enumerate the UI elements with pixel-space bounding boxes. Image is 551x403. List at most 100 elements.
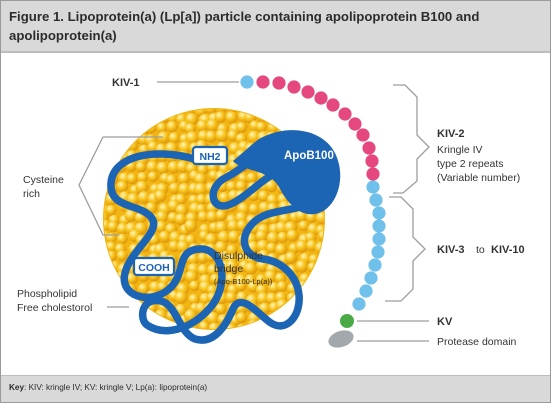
lipid-bead [116,180,129,193]
kiv-bead [371,245,385,259]
lipid-bead [314,241,324,255]
lipid-bead [266,193,279,207]
lipid-bead [168,132,181,144]
cooh-label: COOH [138,262,170,274]
kiv2-bead [348,117,362,131]
lipid-bead [176,160,190,174]
lipid-bead [197,164,209,176]
lipid-bead [205,233,218,246]
lipid-bead [146,160,160,174]
kiv2-bead [362,141,376,155]
lipid-bead [135,161,147,173]
lipid-bead [185,131,199,145]
lipid-bead [156,210,169,223]
protease-label: Protease domain [437,336,517,348]
lipid-bead [197,264,210,277]
kiv10-label: KIV-10 [491,244,525,256]
lipid-bead [116,250,128,262]
lipid-bead [194,182,208,196]
lipid-bead [248,203,260,215]
lipid-bead [255,273,267,285]
lipid-bead [266,292,278,305]
kv-label: KV [437,316,453,328]
lipid-bead [175,204,189,217]
lipid-bead [315,224,324,237]
lipid-bead [235,280,247,292]
lipid-bead [206,119,219,132]
key-label: Key [9,383,25,392]
lipid-bead [218,191,231,204]
apob100-domain [233,130,341,215]
kiv-bead [368,258,382,272]
kiv-bead [372,206,386,220]
disulphide-label-line3: (Apo-B100-Lp(a)) [214,277,273,286]
apob100-label: ApoB100 [284,150,334,162]
lipid-bead [266,242,278,254]
lipid-bead [198,321,210,329]
lipid-bead [156,122,168,134]
lipid-bead [224,273,238,286]
kiv-bead [366,180,380,194]
lipid-bead [244,262,258,275]
lipid-bead [137,171,149,183]
lipid-bead [124,209,138,222]
lipid-bead [217,230,231,244]
kiv-bead [359,284,373,298]
kiv2-bracket [393,84,430,194]
kiv2-label: KIV-2 [437,128,465,140]
kiv2-desc-line1: Kringle IV [437,144,483,156]
lipid-bead [298,220,310,232]
lipid-bead [284,251,298,265]
kiv2-bead [366,167,380,181]
lipid-bead [184,219,198,233]
lipid-bead [225,259,238,273]
lipid-bead [208,322,221,329]
lipid-bead [178,172,191,185]
lipid-bead [315,211,324,225]
lipid-bead [227,230,241,244]
lipid-bead [286,229,299,242]
lipid-bead [157,131,171,144]
lipid-bead [166,120,179,133]
lipid-bead [197,211,209,223]
kiv2-desc-line3: (Variable number) [437,172,520,184]
kiv2-bead [301,85,315,99]
cooh-box: COOH [132,256,176,277]
lipid-bead [226,181,238,193]
nh2-box: NH2 [191,145,229,166]
cysteine-label-line2: rich [23,188,40,200]
kiv2-bead [287,80,301,94]
kiv1-label: KIV-1 [112,77,140,89]
lipid-bead [167,161,181,174]
lipid-bead [295,259,309,273]
figure-footer: Key: KIV: kringle IV; KV: kringle V; Lp(… [1,375,550,402]
lipid-bead [206,311,220,325]
lipid-bead [105,204,117,216]
lipid-bead [105,241,117,253]
lipid-bead [268,281,280,294]
lipid-bead [236,121,248,133]
lipid-bead [174,213,187,226]
kiv2-bead [314,91,328,105]
lipid-bead [155,220,168,233]
lipid-bead [214,111,227,123]
lipid-bead [188,293,200,305]
lipid-bead [225,111,238,124]
kiv2-bead [272,76,286,90]
kiv-bead [369,193,383,207]
lpa-diagram: ApoB100 NH2 COOH Disulphide bridge (Apo-… [17,75,525,348]
lipid-bead [178,140,192,154]
lipid-bead [247,319,260,329]
lipid-bead [116,233,128,245]
lipid-bead [194,109,208,117]
kiv2-bead [256,75,270,89]
lipid-bead [205,130,218,143]
lipid-bead [215,221,229,235]
lipid-bead [206,210,219,223]
lipid-bead [275,243,288,256]
lipid-bead [225,291,237,304]
key-legend: Key: KIV: kringle IV; KV: kringle V; Lp(… [9,383,207,392]
lipid-bead [255,230,268,243]
kiv3-kiv10-bracket [385,196,426,302]
